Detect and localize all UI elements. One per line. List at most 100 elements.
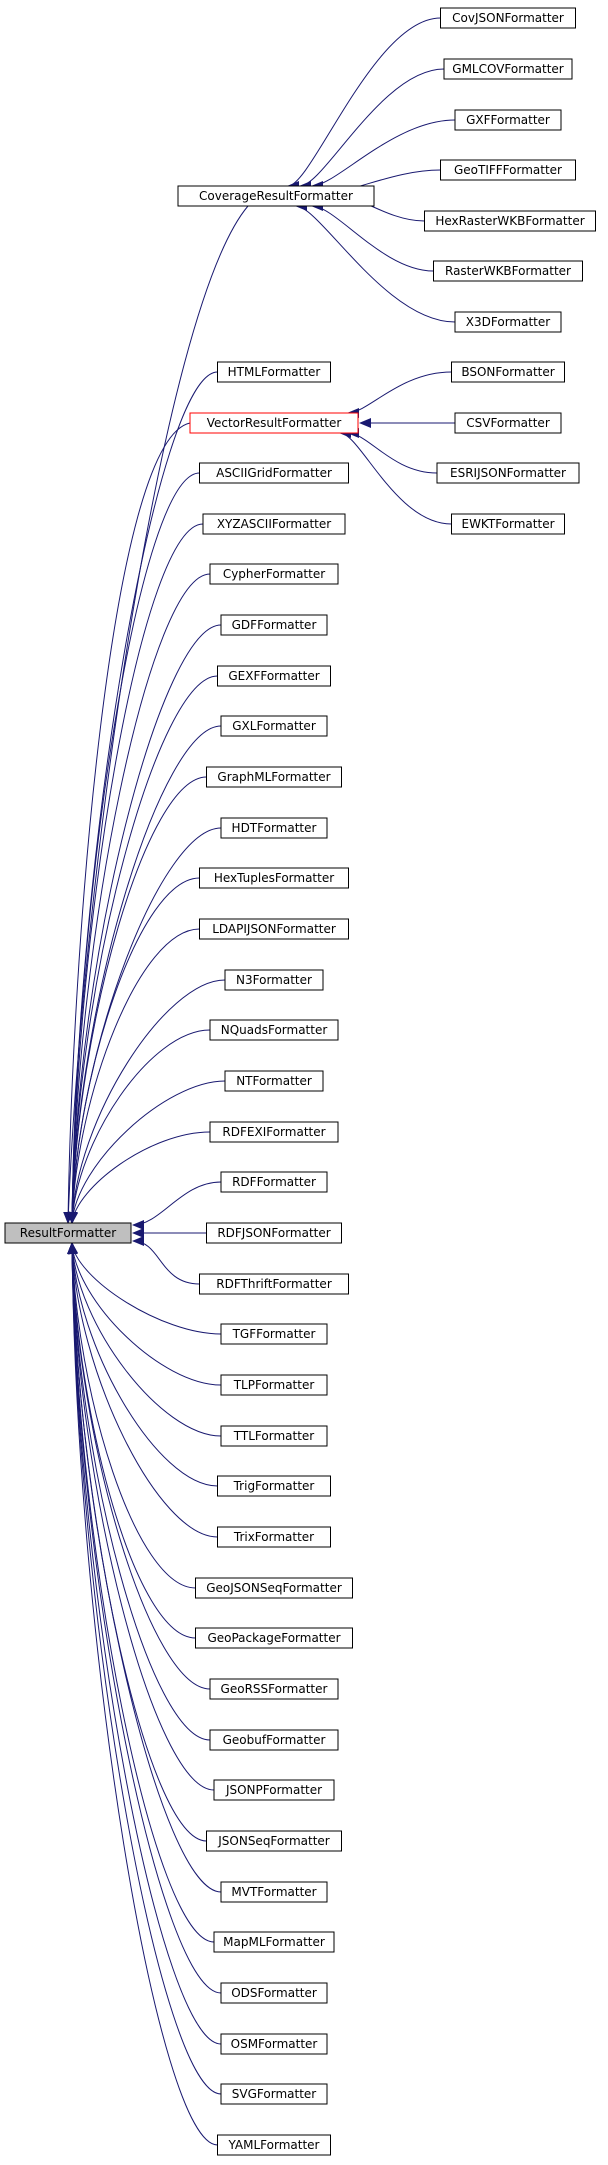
class-node-gmlcov-formatter[interactable]: GMLCOVFormatter: [443, 58, 573, 80]
inheritance-edge-root-n-quads-formatter: [67, 1029, 211, 1224]
class-node-hdt-formatter[interactable]: HDTFormatter: [220, 817, 328, 839]
class-node-tgf-formatter[interactable]: TGFFormatter: [220, 1323, 328, 1345]
class-node-label: ESRIJSONFormatter: [450, 466, 566, 480]
class-node-label: HexTuplesFormatter: [214, 871, 334, 885]
class-node-yaml-formatter[interactable]: YAMLFormatter: [217, 2134, 331, 2156]
class-node-n-quads-formatter[interactable]: NQuadsFormatter: [209, 1019, 339, 1041]
class-node-box: [220, 1323, 328, 1345]
class-node-hex-tuples-formatter[interactable]: HexTuplesFormatter: [199, 867, 349, 889]
class-node-svg-formatter[interactable]: SVGFormatter: [220, 2083, 328, 2105]
class-node-gdf-formatter[interactable]: GDFFormatter: [220, 614, 328, 636]
class-node-cov-json-formatter[interactable]: CovJSONFormatter: [440, 7, 576, 29]
inheritance-edge-vec-esrijson-formatter: [347, 428, 438, 474]
class-node-rdf-formatter[interactable]: RDFFormatter: [220, 1171, 328, 1193]
class-node-box: [195, 1577, 353, 1599]
class-node-label: TrixFormatter: [233, 1530, 314, 1544]
inheritance-edge-root-rdf-thrift-formatter: [132, 1236, 200, 1285]
class-node-box: [189, 412, 359, 434]
class-node-box: [454, 311, 562, 333]
class-node-label: GeoTIFFFormatter: [454, 163, 562, 177]
class-node-label: RDFJSONFormatter: [217, 1226, 330, 1240]
class-node-box: [451, 513, 565, 535]
class-node-geo-package-formatter[interactable]: GeoPackageFormatter: [195, 1627, 353, 1649]
class-node-box: [209, 1729, 339, 1751]
class-node-ewkt-formatter[interactable]: EWKTFormatter: [451, 513, 565, 535]
inheritance-edge-root-jsonp-formatter: [67, 1242, 215, 1791]
class-node-x3-d-formatter[interactable]: X3DFormatter: [454, 311, 562, 333]
class-node-json-seq-formatter[interactable]: JSONSeqFormatter: [206, 1830, 342, 1852]
class-node-label: EWKTFormatter: [461, 517, 554, 531]
class-node-n3-formatter[interactable]: N3Formatter: [224, 969, 324, 991]
class-node-cypher-formatter[interactable]: CypherFormatter: [209, 563, 339, 585]
class-node-box: [220, 1982, 328, 2004]
class-node-osm-formatter[interactable]: OSMFormatter: [220, 2033, 328, 2055]
class-node-label: N3Formatter: [236, 973, 312, 987]
class-node-label: GeoPackageFormatter: [207, 1631, 340, 1645]
class-node-label: TrigFormatter: [233, 1479, 315, 1493]
class-node-map-ml-formatter[interactable]: MapMLFormatter: [213, 1931, 335, 1953]
class-node-gxl-formatter[interactable]: GXLFormatter: [220, 715, 328, 737]
class-node-trix-formatter[interactable]: TrixFormatter: [217, 1526, 331, 1548]
class-node-label: NTFormatter: [236, 1074, 312, 1088]
class-node-gxf-formatter[interactable]: GXFFormatter: [454, 109, 562, 131]
class-node-ldapijson-formatter[interactable]: LDAPIJSONFormatter: [199, 918, 349, 940]
inheritance-edge-cov-raster-wkb-formatter: [311, 201, 434, 272]
class-node-box: [220, 715, 328, 737]
inheritance-edge-root-html-formatter: [67, 371, 218, 1224]
class-node-graph-ml-formatter[interactable]: GraphMLFormatter: [206, 766, 342, 788]
class-node-rdf-thrift-formatter[interactable]: RDFThriftFormatter: [199, 1273, 349, 1295]
class-node-mvt-formatter[interactable]: MVTFormatter: [220, 1881, 328, 1903]
class-node-label: TTLFormatter: [233, 1429, 315, 1443]
class-node-geo-tiff-formatter[interactable]: GeoTIFFFormatter: [440, 159, 576, 181]
class-node-esrijson-formatter[interactable]: ESRIJSONFormatter: [436, 462, 580, 484]
class-node-ascii-grid-formatter[interactable]: ASCIIGridFormatter: [199, 462, 349, 484]
class-node-vector-result-formatter[interactable]: VectorResultFormatter: [189, 412, 359, 434]
class-node-label: YAMLFormatter: [228, 2138, 320, 2152]
inheritance-edge-root-gdf-formatter: [67, 624, 222, 1224]
class-node-ods-formatter[interactable]: ODSFormatter: [220, 1982, 328, 2004]
class-node-label: CSVFormatter: [466, 416, 550, 430]
class-node-label: VectorResultFormatter: [207, 416, 342, 430]
class-node-result-formatter[interactable]: ResultFormatter: [4, 1222, 132, 1244]
class-node-html-formatter[interactable]: HTMLFormatter: [217, 361, 331, 383]
inheritance-edge-root-gexf-formatter: [67, 675, 218, 1224]
inheritance-edge-cov-gmlcov-formatter: [299, 68, 445, 191]
inheritance-edge-coverage-to-root: [63, 205, 249, 1224]
class-node-xyzascii-formatter[interactable]: XYZASCIIFormatter: [202, 513, 346, 535]
inheritance-edge-root-ldapijson-formatter: [67, 928, 200, 1224]
class-node-label: ResultFormatter: [20, 1226, 116, 1240]
class-node-geobuf-formatter[interactable]: GeobufFormatter: [209, 1729, 339, 1751]
inheritance-edge-root-osm-formatter: [67, 1242, 222, 2045]
class-node-hex-raster-wkb-formatter[interactable]: HexRasterWKBFormatter: [424, 210, 596, 232]
class-node-box: [202, 513, 346, 535]
inheritance-edge-root-cypher-formatter: [67, 573, 211, 1224]
class-node-ttl-formatter[interactable]: TTLFormatter: [220, 1425, 328, 1447]
class-node-box: [209, 1678, 339, 1700]
class-node-coverage-result-formatter[interactable]: CoverageResultFormatter: [177, 185, 375, 207]
class-node-box: [220, 1881, 328, 1903]
class-node-csv-formatter[interactable]: CSVFormatter: [454, 412, 562, 434]
class-node-gexf-formatter[interactable]: GEXFFormatter: [217, 665, 331, 687]
class-node-nt-formatter[interactable]: NTFormatter: [224, 1070, 324, 1092]
class-node-box: [4, 1222, 132, 1244]
class-node-geo-json-seq-formatter[interactable]: GeoJSONSeqFormatter: [195, 1577, 353, 1599]
class-node-rdfexi-formatter[interactable]: RDFEXIFormatter: [209, 1121, 339, 1143]
class-node-trig-formatter[interactable]: TrigFormatter: [217, 1475, 331, 1497]
class-node-raster-wkb-formatter[interactable]: RasterWKBFormatter: [433, 260, 583, 282]
class-node-bson-formatter[interactable]: BSONFormatter: [451, 361, 565, 383]
inheritance-edges: [63, 17, 456, 2146]
class-node-label: GEXFFormatter: [228, 669, 319, 683]
class-node-box: [224, 969, 324, 991]
inheritance-edge-root-geo-rss-formatter: [67, 1242, 211, 1690]
class-node-geo-rss-formatter[interactable]: GeoRSSFormatter: [209, 1678, 339, 1700]
class-node-box: [209, 1121, 339, 1143]
class-node-rdfjson-formatter[interactable]: RDFJSONFormatter: [206, 1222, 342, 1244]
class-node-label: TLPFormatter: [233, 1378, 315, 1392]
inheritance-edge-root-geobuf-formatter: [67, 1242, 211, 1741]
class-node-label: ODSFormatter: [231, 1986, 317, 2000]
class-node-label: BSONFormatter: [461, 365, 554, 379]
class-node-tlp-formatter[interactable]: TLPFormatter: [220, 1374, 328, 1396]
class-node-box: [217, 665, 331, 687]
class-node-jsonp-formatter[interactable]: JSONPFormatter: [213, 1779, 335, 1801]
